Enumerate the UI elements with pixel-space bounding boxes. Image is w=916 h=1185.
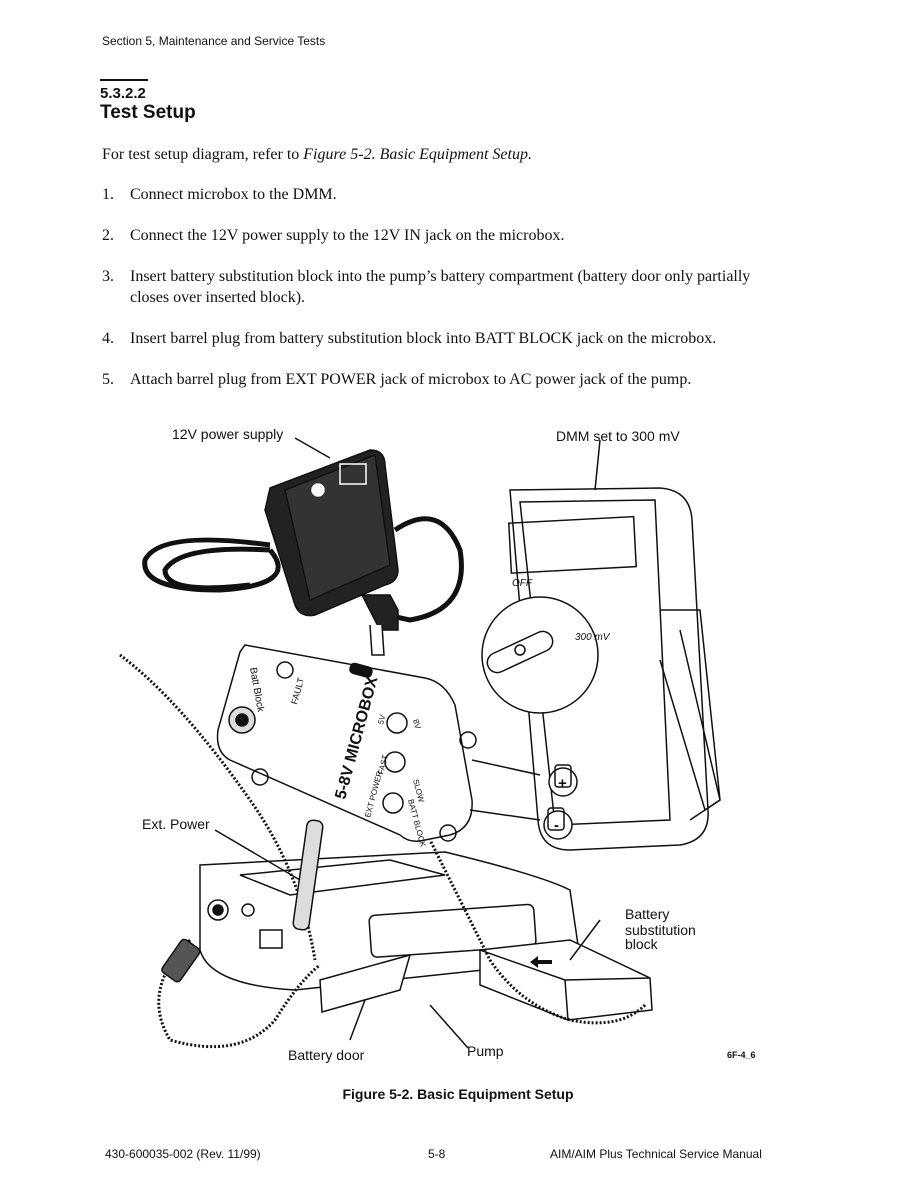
running-header: Section 5, Maintenance and Service Tests (102, 34, 326, 48)
dmm-off-label: OFF (512, 578, 533, 589)
step-number: 3. (102, 268, 114, 285)
section-title: Test Setup (100, 102, 196, 123)
dmm-meter (481, 487, 721, 851)
label-pump: Pump (467, 1043, 504, 1059)
step-text: Connect microbox to the DMM. (130, 186, 337, 203)
battery-door (319, 953, 412, 1013)
section-rule (100, 79, 148, 81)
figure-caption: Figure 5-2. Basic Equipment Setup (342, 1086, 574, 1102)
intro-text: For test setup diagram, refer to (102, 146, 304, 163)
footer-page-number: 5-8 (428, 1147, 446, 1161)
step-text: Connect the 12V power supply to the 12V … (130, 227, 565, 244)
step-number: 1. (102, 186, 114, 203)
microbox (216, 644, 477, 842)
label-ext-power: Ext. Power (142, 816, 210, 832)
equipment-setup-figure: 5-8V MICROBOX Batt Block FAULT FAST SLOW… (100, 420, 800, 1070)
step-number: 4. (102, 330, 114, 347)
footer-doc-number: 430-600035-002 (Rev. 11/99) (105, 1147, 261, 1161)
label-battery-door: Battery door (288, 1047, 365, 1063)
step-text: Insert battery substitution block into t… (130, 268, 751, 306)
intro-paragraph: For test setup diagram, refer to Figure … (102, 146, 532, 164)
barrel-plug (360, 594, 399, 631)
figure-reference: Figure 5-2. Basic Equipment Setup. (303, 146, 532, 163)
section-number: 5.3.2.2 (100, 85, 146, 102)
step-text: Attach barrel plug from EXT POWER jack o… (130, 371, 692, 388)
dmm-range-label: 300 mV (575, 632, 611, 643)
insert-arrow-icon (530, 956, 552, 968)
equipment-illustration: 5-8V MICROBOX Batt Block FAULT FAST SLOW… (119, 437, 721, 1049)
label-power-supply: 12V power supply (172, 426, 284, 442)
label-battery-line-3: block (625, 936, 658, 952)
five-volt-label: 5V (376, 713, 387, 725)
step-number: 5. (102, 371, 114, 388)
power-supply (264, 449, 399, 617)
label-battery-line-2: substitution (625, 922, 696, 938)
dmm-stand (659, 629, 721, 812)
figure-id: 6F-4_6 (727, 1050, 756, 1060)
step-text: Insert barrel plug from battery substitu… (130, 330, 717, 347)
power-cable (142, 537, 281, 593)
battery-substitution-block (479, 939, 653, 1021)
dmm-plus-label: + (558, 775, 567, 792)
eight-volt-label: 8V (411, 718, 422, 730)
label-dmm: DMM set to 300 mV (556, 428, 680, 444)
step-number: 2. (102, 227, 114, 244)
footer-manual-title: AIM/AIM Plus Technical Service Manual (550, 1147, 762, 1161)
label-battery-line-1: Battery (625, 906, 670, 922)
dmm-minus-label: - (554, 817, 559, 834)
